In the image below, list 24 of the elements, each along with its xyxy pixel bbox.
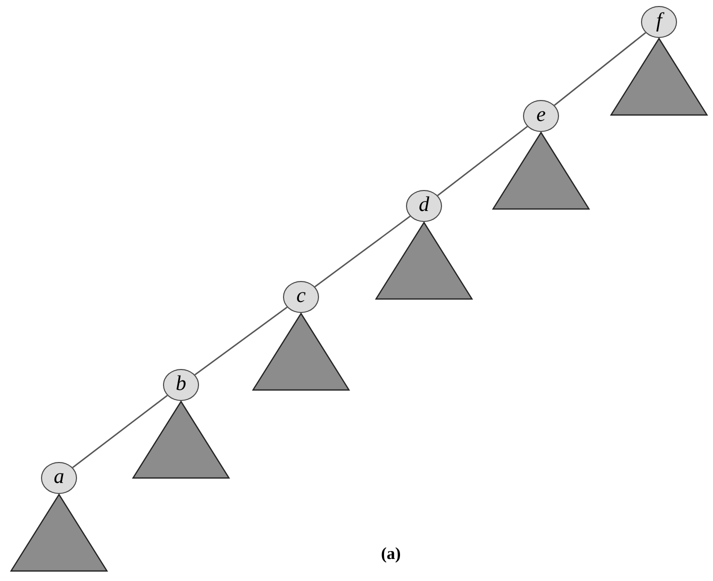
node-label: f (656, 10, 662, 31)
node-label: b (176, 373, 186, 394)
node-label: d (418, 194, 430, 215)
node-label: e (536, 104, 546, 125)
figure-label: (a) (381, 544, 401, 564)
tree-edge (314, 216, 411, 288)
tree-node-circle (163, 369, 199, 401)
tree-node-circle (406, 190, 442, 222)
subtree-triangle (375, 222, 473, 300)
subtree-triangle (252, 313, 350, 391)
subtree-triangle (132, 401, 230, 479)
tree-edge (437, 126, 528, 196)
tree-edge (72, 394, 168, 468)
tree-node-circle (523, 100, 559, 132)
tree-edge (554, 32, 646, 106)
subtree-triangle (610, 38, 708, 116)
tree-node-circle (283, 281, 319, 313)
subtree-triangle (492, 132, 590, 210)
tree-node-circle (41, 462, 77, 494)
node-label: a (54, 466, 64, 487)
subtree-triangle (10, 494, 108, 572)
tree-node-circle (641, 6, 677, 38)
node-label: c (296, 285, 306, 306)
tree-edge (194, 306, 288, 376)
